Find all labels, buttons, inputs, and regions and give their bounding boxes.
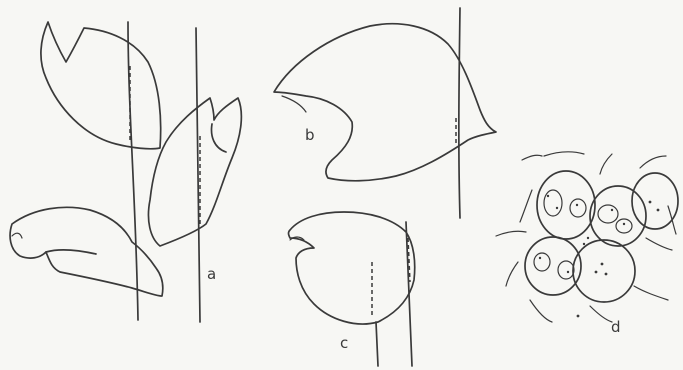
panel-d-drawing bbox=[496, 152, 678, 322]
panel-d-inclusion-4b bbox=[558, 261, 574, 279]
panel-d-dot bbox=[539, 257, 541, 259]
panel-d-dot bbox=[605, 273, 608, 276]
panel-d-dot bbox=[587, 237, 589, 239]
panel-b-drawing bbox=[274, 8, 496, 218]
panel-a-middle-leaf bbox=[148, 98, 241, 246]
panel-d-dot bbox=[601, 263, 604, 266]
panel-d-dot bbox=[657, 209, 660, 212]
panel-c-label: c bbox=[340, 334, 348, 352]
panel-d-inclusion-2b bbox=[616, 219, 632, 233]
panel-d-inclusion-1b bbox=[570, 199, 586, 217]
panel-d-dot bbox=[611, 209, 613, 211]
panel-c-stem-left bbox=[376, 322, 378, 366]
panel-d-dot bbox=[556, 207, 558, 209]
panel-a-label: a bbox=[207, 265, 216, 283]
panel-d-dot bbox=[649, 201, 652, 204]
panel-d-inclusion-4a bbox=[534, 253, 550, 271]
panel-d-dot bbox=[623, 223, 625, 225]
panel-d-cell-3 bbox=[632, 173, 678, 229]
panel-d-dot bbox=[583, 243, 585, 245]
panel-a-middle-leaf-tip bbox=[212, 124, 226, 152]
panel-d-dot bbox=[567, 271, 569, 273]
panel-d-inclusion-1a bbox=[544, 190, 562, 216]
panel-b-stem bbox=[459, 8, 460, 218]
panel-d-dot bbox=[577, 315, 580, 318]
panel-a-upper-leaf bbox=[41, 22, 161, 149]
panel-a-lower-leaf-hook bbox=[12, 233, 22, 238]
panel-a-lower-leaf-fold bbox=[46, 250, 96, 254]
panel-d-cell-1 bbox=[537, 171, 595, 239]
panel-d-label: d bbox=[611, 318, 621, 336]
panel-b-leaf-inner bbox=[282, 96, 306, 112]
panel-d-dot bbox=[595, 271, 598, 274]
panel-d-dot bbox=[576, 204, 578, 206]
panel-c-leaf bbox=[289, 212, 415, 324]
panel-b-label: b bbox=[305, 126, 315, 144]
panel-d-dot bbox=[547, 195, 549, 197]
panel-b-leaf bbox=[274, 24, 496, 181]
panel-d-inclusion-2a bbox=[598, 205, 618, 223]
panel-c-drawing bbox=[289, 212, 415, 366]
panel-d-cell-5 bbox=[573, 240, 635, 302]
